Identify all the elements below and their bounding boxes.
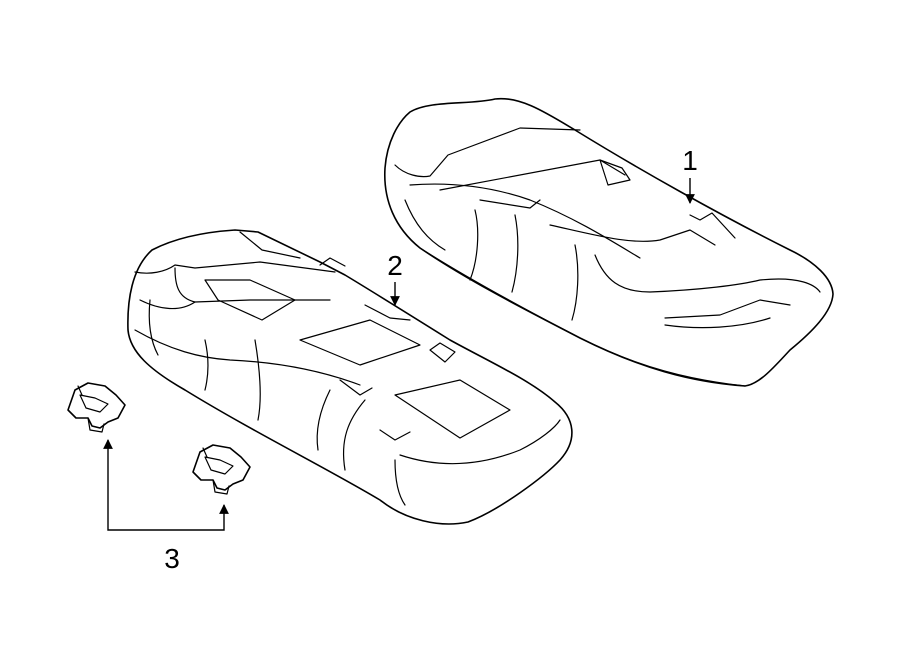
callout-1: 1: [682, 145, 698, 176]
seat-clip-right[interactable]: [192, 444, 251, 495]
callout-2: 2: [387, 250, 403, 281]
seat-clip-left[interactable]: [67, 382, 126, 433]
seat-back-cushion[interactable]: [384, 97, 834, 387]
callout-3: 3: [164, 543, 180, 574]
callout-3-leader: [103, 439, 172, 531]
seat-cushion[interactable]: [127, 229, 573, 525]
callout-3-leader-right: [172, 504, 229, 531]
